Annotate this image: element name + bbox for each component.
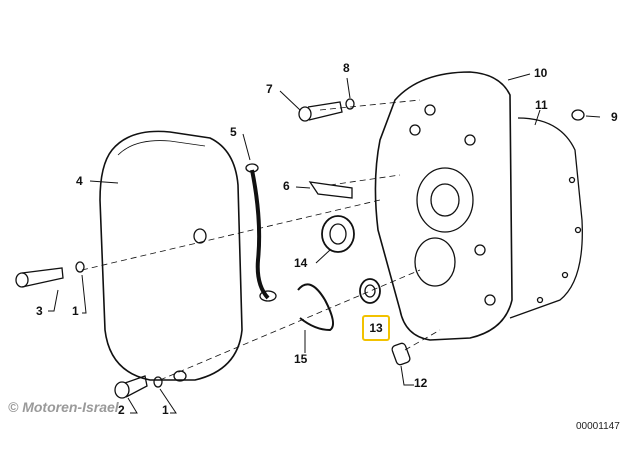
callout-4: 4	[76, 174, 83, 188]
callout-14: 14	[294, 256, 308, 270]
drawing-number: 00001147	[576, 421, 620, 432]
bolt-2	[114, 375, 163, 399]
callout-1: 1	[162, 403, 169, 417]
bolt-3	[15, 261, 85, 288]
washer-9	[571, 109, 585, 121]
callout-7: 7	[266, 82, 273, 96]
callout-8: 8	[343, 61, 350, 75]
ring-15	[297, 283, 335, 332]
timing-case-cover	[374, 71, 513, 341]
seal-13	[359, 278, 381, 304]
front-cover	[99, 130, 243, 381]
callout-13-highlighted[interactable]: 13	[362, 315, 390, 341]
gasket	[509, 117, 583, 319]
callout-15: 15	[294, 352, 308, 366]
callout-3: 3	[36, 304, 43, 318]
bolt-7	[298, 98, 355, 122]
bracket	[308, 181, 353, 199]
callout-10: 10	[534, 66, 548, 80]
callout-1: 1	[72, 304, 79, 318]
callout-5: 5	[230, 125, 237, 139]
callout-6: 6	[283, 179, 290, 193]
seal-14	[321, 215, 355, 253]
callout-2: 2	[118, 403, 125, 417]
callout-11: 11	[535, 98, 548, 112]
sleeve-12	[391, 342, 411, 366]
breather-hose	[250, 169, 270, 300]
callout-12: 12	[414, 376, 428, 390]
callout-9: 9	[611, 110, 618, 124]
watermark: © Motoren-Israel	[8, 399, 119, 415]
